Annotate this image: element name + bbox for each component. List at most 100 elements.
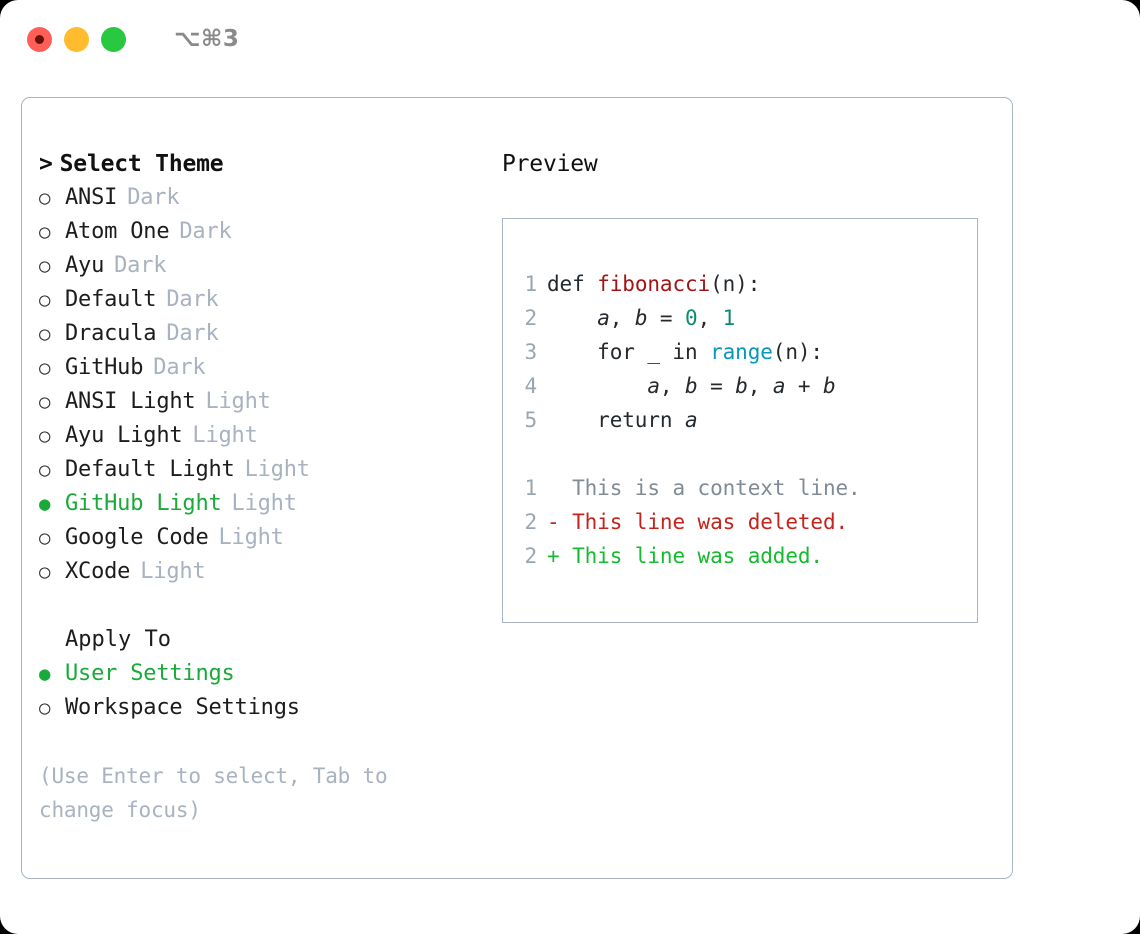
code-token-plain: (n): — [710, 272, 761, 296]
diff-line-del: 2- This line was deleted. — [503, 505, 977, 539]
radio-unselected-icon: ○ — [39, 459, 51, 481]
close-window-button[interactable] — [27, 26, 52, 52]
theme-option-variant: Dark — [114, 253, 167, 278]
code-token-var: b — [685, 374, 698, 398]
code-token-plain: def — [547, 272, 598, 296]
code-token-num: 1 — [722, 306, 736, 330]
diff-line-number: 2 — [524, 510, 537, 534]
theme-option-label: ANSI Light — [65, 389, 196, 414]
keyboard-hint-text: (Use Enter to select, Tab to change focu… — [39, 764, 388, 822]
code-token-plain — [547, 374, 647, 398]
diff-line-text: This line was deleted. — [572, 510, 849, 534]
theme-option-label: Ayu — [65, 253, 105, 278]
theme-option-variant: Dark — [166, 287, 219, 312]
code-line: 1 def fibonacci(n): — [503, 267, 977, 301]
select-theme-heading: >Select Theme — [39, 147, 500, 181]
theme-option-variant: Light — [231, 491, 297, 516]
code-token-plain: , — [659, 374, 685, 398]
code-line-text: for _ in range(n): — [547, 335, 823, 369]
maximize-window-button[interactable] — [101, 26, 126, 52]
code-token-num: 0 — [685, 306, 698, 330]
theme-option-label: XCode — [65, 559, 131, 584]
theme-option-label: Dracula — [65, 321, 157, 346]
preview-heading: Preview — [502, 151, 598, 177]
code-token-plain: for _ in — [547, 340, 711, 364]
apply-to-option-workspace-settings[interactable]: ○ Workspace Settings — [39, 691, 500, 725]
code-token-plain: , — [747, 374, 773, 398]
radio-unselected-icon: ○ — [39, 561, 51, 583]
theme-option-label: Default Light — [65, 457, 235, 482]
keyboard-shortcut-label: ⌥⌘3 — [174, 26, 240, 52]
code-line: 3 for _ in range(n): — [503, 335, 977, 369]
diff-line-add: 2+ This line was added. — [503, 539, 977, 573]
radio-unselected-icon: ○ — [39, 527, 51, 549]
theme-option-ayu[interactable]: ○ Ayu Dark — [39, 249, 500, 283]
code-line-number: 1 — [524, 272, 537, 296]
traffic-lights — [27, 26, 126, 52]
code-token-fn: fibonacci — [597, 272, 711, 296]
theme-option-label: ANSI — [65, 185, 118, 210]
theme-option-label: Atom One — [65, 219, 170, 244]
code-token-var: a — [647, 374, 660, 398]
close-icon — [35, 34, 44, 44]
diff-marker — [547, 471, 572, 505]
diff-marker: - — [547, 510, 573, 534]
code-token-var: b — [634, 306, 648, 330]
diff-sample: 1 This is a context line.2- This line wa… — [503, 471, 977, 573]
apply-to-option-label: Workspace Settings — [65, 695, 300, 720]
diff-line-text: This line was added. — [572, 544, 823, 568]
minimize-window-button[interactable] — [64, 26, 89, 52]
code-token-var: b — [823, 374, 836, 398]
radio-selected-icon: ● — [39, 493, 51, 515]
theme-option-label: Default — [65, 287, 157, 312]
theme-option-label: Google Code — [65, 525, 209, 550]
diff-marker: + — [547, 544, 573, 568]
code-token-var: a — [597, 306, 610, 330]
apply-to-heading: ○ Apply To — [39, 623, 500, 657]
theme-option-variant: Dark — [166, 321, 219, 346]
apply-to-option-user-settings[interactable]: ●User Settings — [39, 657, 500, 691]
code-line-text: return a — [547, 403, 698, 437]
code-line-number: 2 — [524, 306, 537, 330]
code-line-number: 3 — [524, 340, 537, 364]
theme-option-label: Ayu Light — [65, 423, 183, 448]
theme-option-variant: Dark — [153, 355, 206, 380]
radio-unselected-icon: ○ — [39, 697, 51, 719]
code-token-var: a — [772, 374, 786, 398]
code-token-call: range — [710, 340, 773, 364]
code-token-plain: = — [697, 374, 736, 398]
code-line-number: 4 — [524, 374, 537, 398]
code-token-plain — [547, 306, 597, 330]
radio-unselected-icon: ○ — [39, 187, 51, 209]
code-token-plain: , — [697, 306, 723, 330]
radio-unselected-icon: ○ — [39, 323, 51, 345]
code-token-plain: return — [547, 408, 685, 432]
apply-to-heading-label: Apply To — [65, 627, 171, 652]
code-token-var: a — [684, 408, 698, 432]
code-line-number: 5 — [524, 408, 537, 432]
code-token-plain: , — [609, 306, 635, 330]
list-spacer — [39, 589, 500, 623]
code-token-plain: + — [785, 374, 824, 398]
hint-spacer — [39, 725, 500, 759]
code-line-text: def fibonacci(n): — [547, 267, 760, 301]
theme-option-dracula[interactable]: ○ Dracula Dark — [39, 317, 500, 351]
radio-unselected-icon: ○ — [39, 255, 51, 277]
apply-to-option-list: ●User Settings ○ Workspace Settings — [39, 657, 500, 725]
code-line: 4 a, b = b, a + b — [503, 369, 977, 403]
code-line: 2 a, b = 0, 1 — [503, 301, 977, 335]
code-line-text: a, b = b, a + b — [547, 369, 836, 403]
